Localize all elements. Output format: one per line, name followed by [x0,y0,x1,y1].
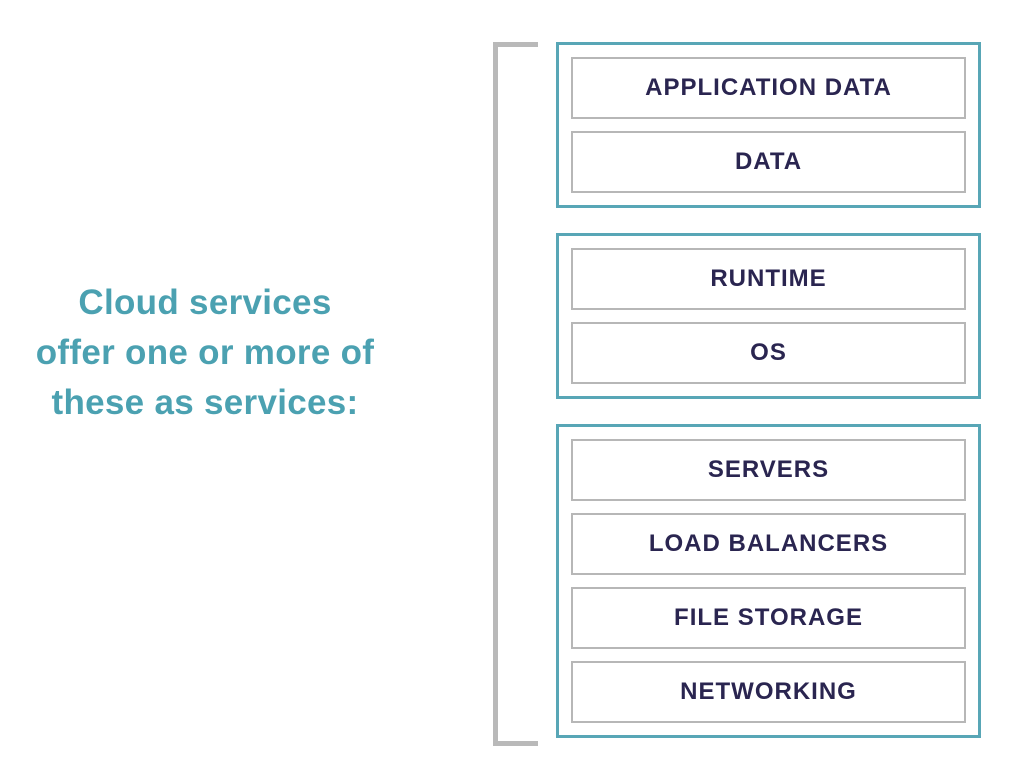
intro-line: Cloud services [78,283,332,322]
service-item-box: APPLICATION DATA [571,57,966,119]
service-item-label: FILE STORAGE [674,604,863,631]
service-item-label: LOAD BALANCERS [648,530,889,557]
service-group: APPLICATION DATA DATA [556,42,981,208]
service-item-label: APPLICATION DATA [645,74,892,101]
service-item-box: RUNTIME [571,248,966,310]
service-item-box: FILE STORAGE [571,587,966,649]
intro-line: these as services: [51,383,359,422]
service-item-box: LOAD BALANCERS [571,513,966,575]
service-group: SERVERS LOAD BALANCERS FILE STORAGE NETWORK… [556,424,981,738]
service-item-label: OS [750,339,787,366]
service-item-box: NETWORKING [571,661,966,723]
service-item-label: NETWORKING [680,678,857,705]
intro-line: offer one or more of [35,333,375,372]
service-groups-column: APPLICATION DATA DATA RUNTIME OS SERVERS LOAD… [556,42,981,738]
service-item-box: SERVERS [571,439,966,501]
service-item-label: SERVERS [707,456,830,483]
service-item-label: DATA [734,148,803,175]
service-item-label: RUNTIME [710,265,827,292]
intro-text: Cloud services offer one or more of thes… [0,278,410,428]
service-item-box: DATA [571,131,966,193]
service-group: RUNTIME OS [556,233,981,399]
left-bracket-shape [493,42,538,746]
service-item-box: OS [571,322,966,384]
